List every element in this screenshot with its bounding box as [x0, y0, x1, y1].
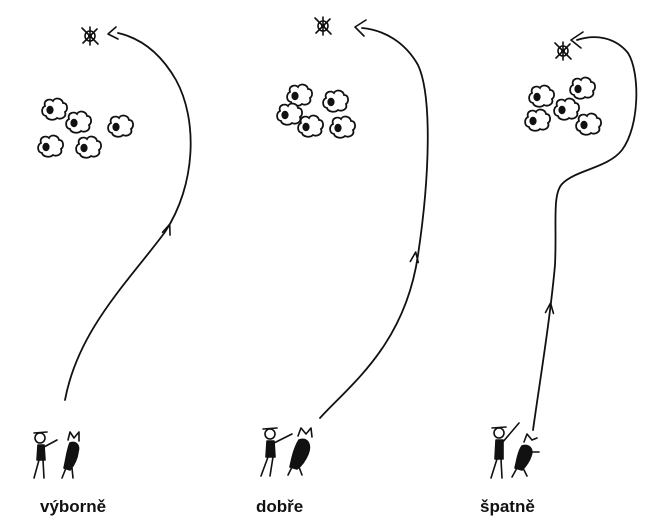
panel-3: špatně: [480, 32, 636, 516]
panel-caption: špatně: [480, 497, 535, 516]
panel-caption: dobře: [256, 497, 303, 516]
arrowhead-icon: [108, 27, 118, 39]
marker-post-icon: [315, 17, 331, 35]
panel-1: výborně: [34, 27, 191, 516]
sheep-icon: [42, 99, 67, 120]
panel-2: dobře: [256, 17, 428, 516]
sheep-icon: [323, 91, 348, 112]
panel-caption: výborně: [40, 497, 106, 516]
sheep-icon: [525, 110, 550, 131]
sheep-icon: [554, 99, 579, 120]
dog-run-path: [65, 33, 191, 400]
sheep-icon: [66, 112, 91, 133]
handler-figure-icon: [261, 428, 292, 476]
sheep-icon: [108, 116, 133, 137]
dog-run-path: [320, 28, 428, 418]
handler-figure-icon: [34, 432, 57, 478]
sheep-icon: [298, 116, 323, 137]
sheep-icon: [576, 114, 601, 135]
sheep-icon: [277, 104, 302, 125]
sheep-icon: [76, 137, 101, 158]
sheep-group: [277, 85, 355, 138]
sheep-icon: [529, 86, 554, 107]
sheep-icon: [287, 85, 312, 106]
sheep-group: [38, 99, 133, 158]
sheep-icon: [570, 78, 595, 99]
marker-post-icon: [82, 27, 98, 45]
sheep-group: [525, 78, 601, 135]
sheep-icon: [330, 117, 355, 138]
sheep-icon: [38, 136, 63, 157]
handler-figure-icon: [491, 423, 519, 478]
dog-figure-icon: [512, 434, 539, 477]
marker-post-icon: [555, 42, 571, 60]
dog-figure-icon: [62, 432, 79, 478]
